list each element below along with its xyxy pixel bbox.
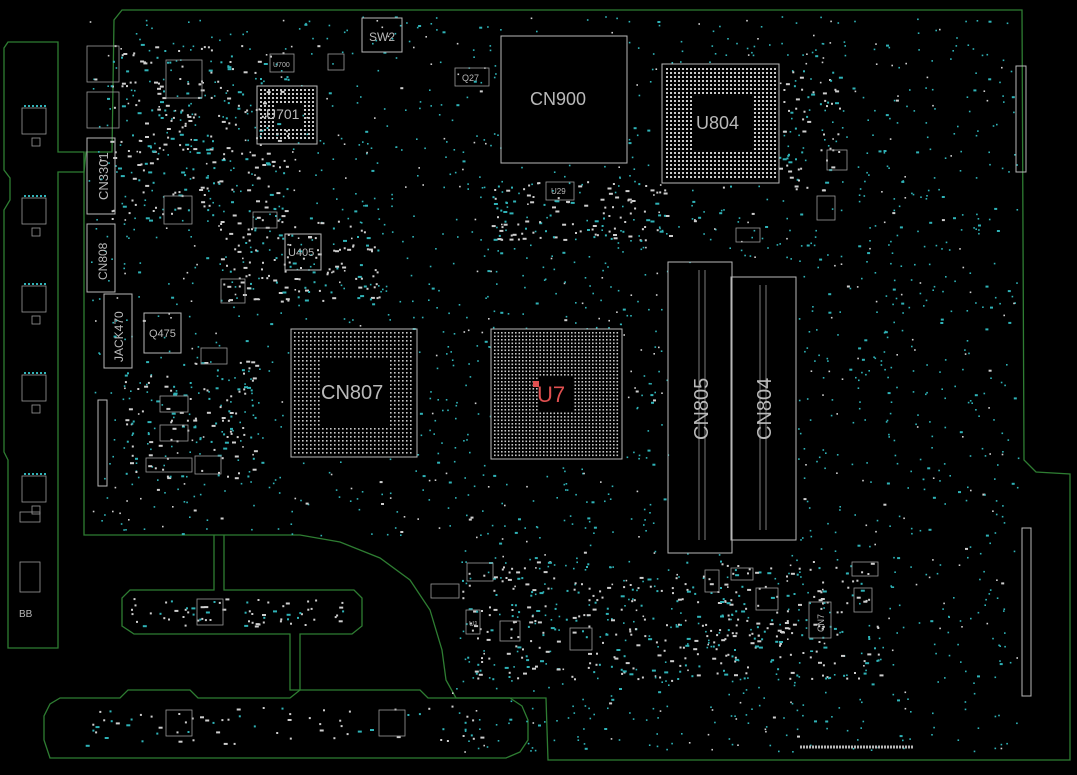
flex-connector-right [1015,65,1032,697]
bga-u7 [490,328,623,460]
label-q475: Q475 [149,328,176,340]
label-u700: U700 [273,62,290,69]
connector-jack470 [103,293,133,369]
label-cn3301: CN3301 [96,152,111,200]
q475-chip [143,312,182,354]
label-sw2: SW2 [369,30,395,44]
label-u7: U7 [537,382,565,407]
label-u405: U405 [288,247,314,259]
component-labels: SW2 CN900 U804 U701 CN807 U7 U405 Q475 U… [19,30,826,632]
dimm-cn804 [730,276,797,541]
component-pads [85,16,1020,753]
label-cn805: CN805 [691,378,713,440]
label-u1: U1 [469,621,478,628]
bga-u804 [661,63,780,184]
label-u29: U29 [551,187,566,196]
dimm-cn805 [667,261,733,554]
bga-cn900 [500,35,628,164]
label-jack470: JACK470 [112,311,126,362]
label-cn900: CN900 [530,89,586,109]
label-bb: BB [19,609,33,620]
label-cn807: CN807 [321,382,383,404]
bga-u701 [256,85,318,145]
u405-chip [284,233,322,271]
label-cn808: CN808 [96,242,110,280]
label-u701: U701 [266,106,300,122]
connector-sw2 [361,17,403,53]
label-cn7: CN7 [816,614,826,632]
bga-cn807 [290,328,418,458]
flex-connector-left [97,399,108,487]
label-u804: U804 [696,113,739,133]
label-cn804: CN804 [754,378,776,440]
left-strip-parts [19,105,47,523]
small-parts [19,45,879,737]
label-q27: Q27 [462,73,479,83]
board-outline [3,9,1071,761]
connector-cn808 [86,223,116,293]
connector-cn3301 [86,137,116,215]
